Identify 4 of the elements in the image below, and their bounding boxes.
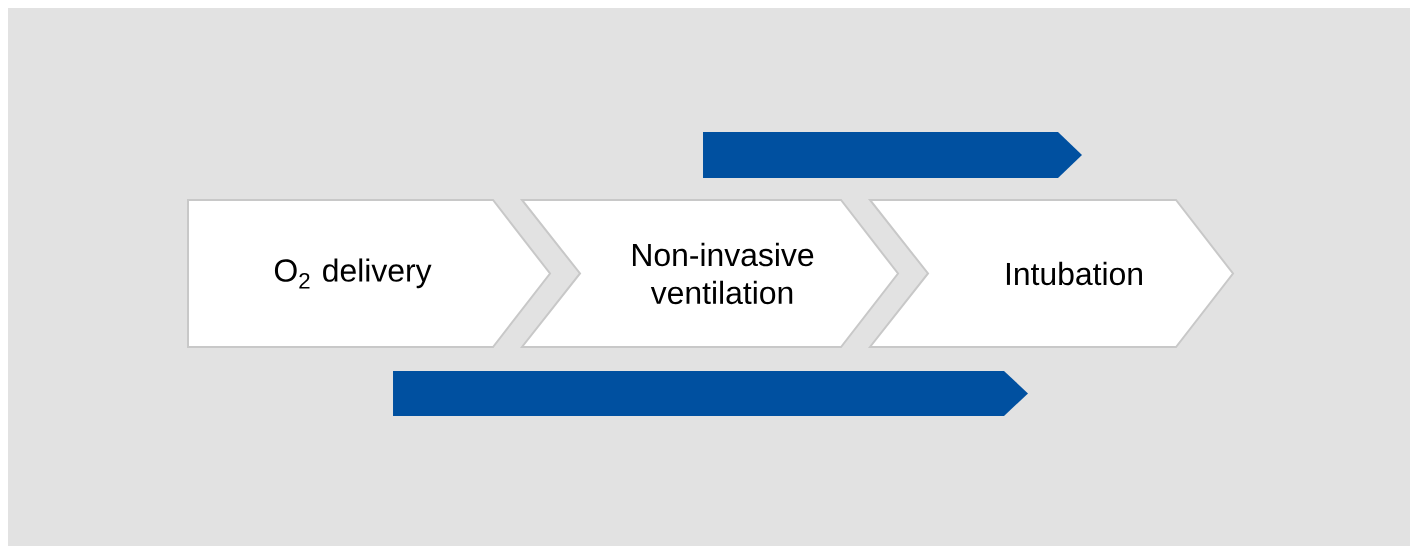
chevron-step: O$_{2}$ delivery: [187, 199, 552, 348]
banner-arrow: [703, 132, 1082, 178]
chevron-step: Intubation: [867, 199, 1235, 348]
chevron-step: Non-invasive ventilation: [519, 199, 900, 348]
